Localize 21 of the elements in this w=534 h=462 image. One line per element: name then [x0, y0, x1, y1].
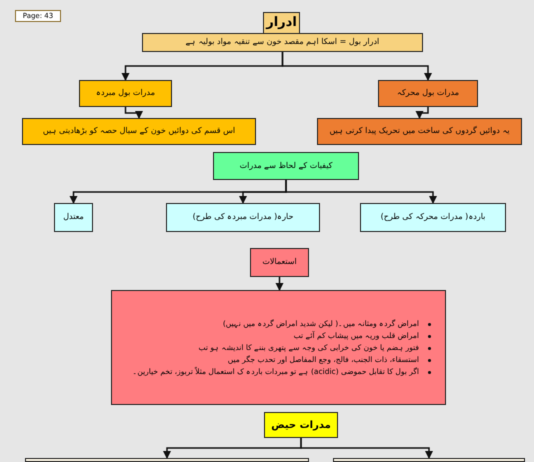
category-box: معتدل: [54, 203, 93, 232]
arrow: [416, 107, 429, 119]
description-box: اس قسم کی دوائیں خون کے سیال حصہ کو بڑھادیتی ہیں: [22, 118, 256, 145]
arrow: [285, 180, 437, 204]
heading-box: ادرار: [263, 12, 300, 34]
definition-box: ادرار بول = اسکا اہم مقصد خون سے تنقیہ مواد بولیہ ہے: [142, 33, 423, 52]
empty-box: [333, 458, 525, 462]
arrow: [300, 438, 433, 459]
heading-box: مدرات حیض: [264, 412, 338, 438]
process-box: کیفیات کے لحاظ سے مدرات: [213, 152, 359, 180]
arrow: [276, 277, 284, 291]
description-box: یہ دوائیں گردوں کی ساخت میں تحریک پیدا کرتی ہیں: [317, 118, 522, 145]
empty-box: [25, 458, 309, 462]
arrow: [282, 52, 432, 81]
category-box: حارہ( مدرات مبردہ کی طرح): [166, 203, 320, 232]
category-box: باردہ( مدرات محرکہ کی طرح): [360, 203, 506, 232]
category-box: مدرات بول مبردہ: [79, 80, 172, 107]
category-box: مدرات بول محرکہ: [378, 80, 478, 107]
heading-box: استعمالات: [250, 248, 309, 277]
list-box: [111, 290, 446, 405]
arrow: [124, 107, 143, 119]
